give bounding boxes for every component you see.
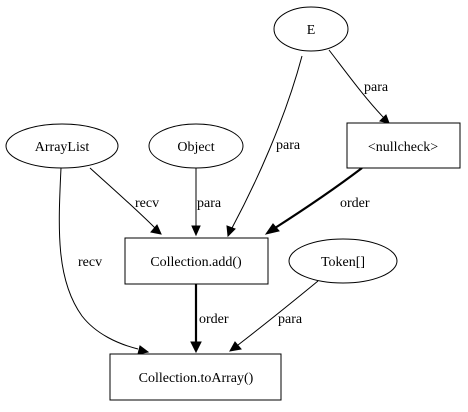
edge-token-to-toarray: para (229, 280, 319, 352)
edge-label-e-to-add: para (276, 138, 301, 153)
edge-arraylist-to-toarray: recv (58, 167, 150, 355)
node-object: Object (148, 123, 244, 169)
edge-arraylist-to-add: recv (89, 167, 162, 235)
node-nullcheck: <nullcheck> (346, 122, 461, 169)
node-collection-add: Collection.add() (124, 237, 269, 285)
node-token-array: Token[] (288, 238, 398, 284)
edge-e-to-nullcheck: para (328, 49, 390, 124)
edge-label-token-to-toarray: para (278, 312, 303, 327)
edge-label-e-to-nullcheck: para (364, 80, 389, 95)
edge-label-add-to-toarray: order (199, 312, 229, 327)
node-label-object: Object (177, 140, 214, 155)
edge-label-arraylist-to-add: recv (135, 196, 159, 211)
node-e: E (273, 6, 349, 52)
edge-label-nullcheck-to-add: order (340, 196, 370, 211)
edge-object-to-add: para (191, 168, 222, 237)
node-label-collection-add: Collection.add() (150, 255, 242, 270)
edge-add-to-toarray: order (190, 284, 229, 354)
edge-label-object-to-add: para (197, 196, 222, 211)
edge-label-arraylist-to-toarray: recv (78, 255, 102, 270)
node-label-collection-toarray: Collection.toArray() (139, 371, 254, 386)
node-collection-toarray: Collection.toArray() (109, 353, 282, 401)
node-label-nullcheck: <nullcheck> (368, 140, 438, 155)
node-arraylist: ArrayList (5, 123, 119, 169)
node-label-e: E (307, 23, 316, 38)
edge-nullcheck-to-add: order (264, 167, 370, 235)
node-label-arraylist: ArrayList (35, 140, 90, 155)
edge-e-to-add: para (226, 55, 303, 238)
node-label-token-array: Token[] (321, 255, 365, 270)
